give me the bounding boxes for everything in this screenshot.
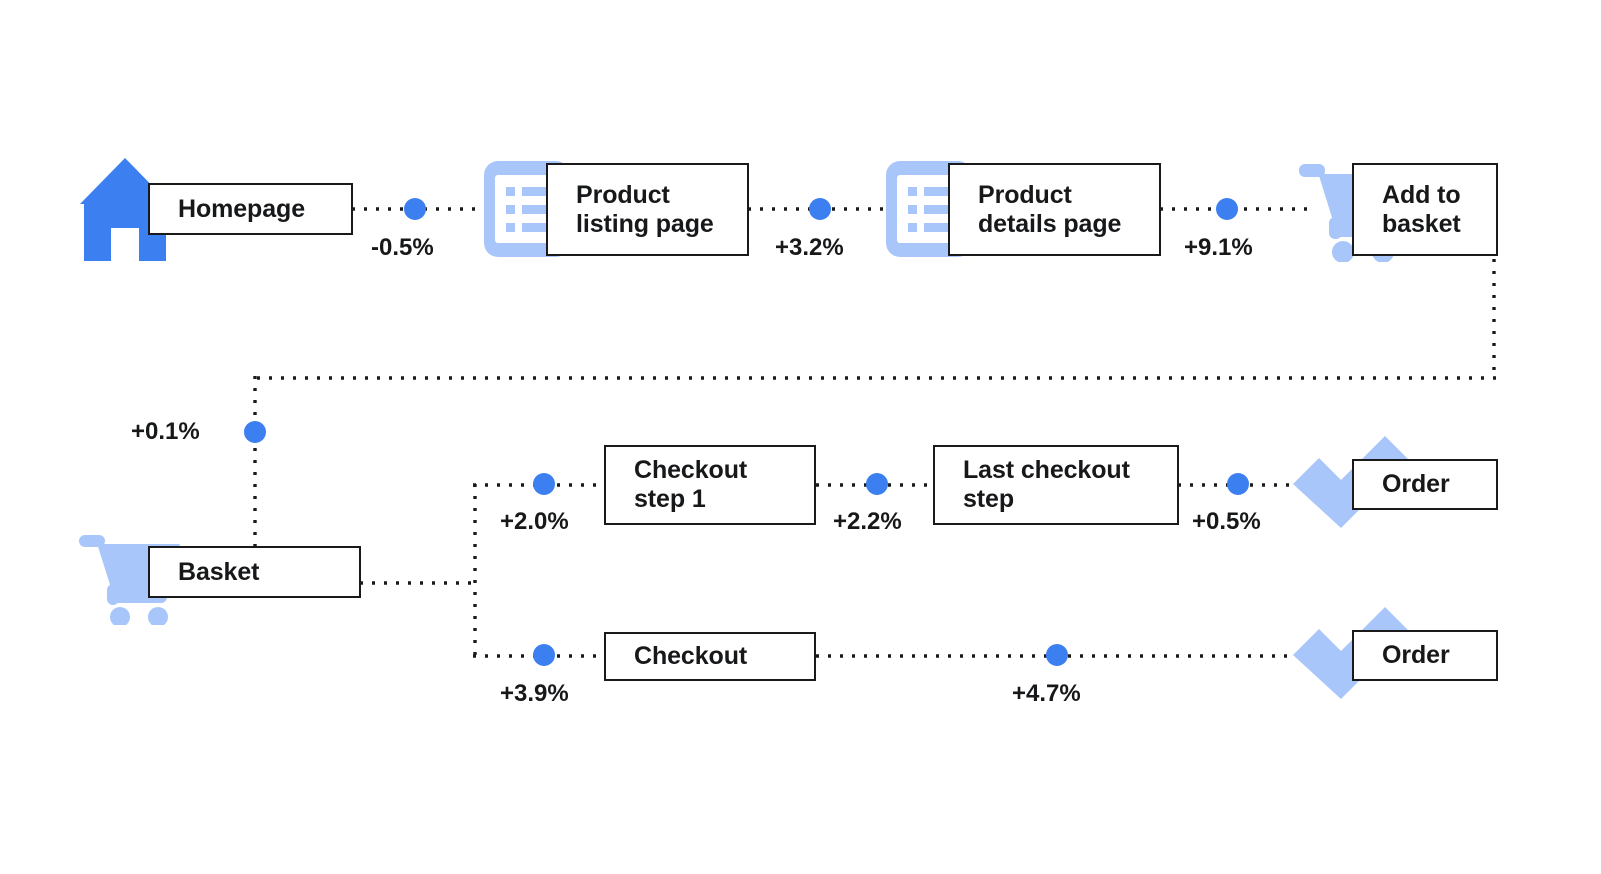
node-product-details-page[interactable]: Product details page bbox=[948, 163, 1161, 256]
node-label: Product listing page bbox=[576, 180, 714, 238]
node-checkout-step-1[interactable]: Checkout step 1 bbox=[604, 445, 816, 525]
transition-dot[interactable] bbox=[866, 473, 888, 495]
transition-delta: +4.7% bbox=[1012, 680, 1081, 707]
node-product-listing-page[interactable]: Product listing page bbox=[546, 163, 749, 256]
transition-delta: +3.9% bbox=[500, 680, 569, 707]
node-basket[interactable]: Basket bbox=[148, 546, 361, 598]
node-label: Order bbox=[1382, 470, 1450, 498]
transition-delta: +9.1% bbox=[1184, 234, 1253, 261]
transition-dot[interactable] bbox=[1216, 198, 1238, 220]
transition-delta: +0.1% bbox=[131, 418, 200, 445]
transition-dot[interactable] bbox=[244, 421, 266, 443]
node-label: Add to basket bbox=[1382, 180, 1461, 238]
transition-dot[interactable] bbox=[1046, 644, 1068, 666]
transition-delta: -0.5% bbox=[371, 234, 434, 261]
node-label: Homepage bbox=[178, 194, 306, 223]
node-label: Basket bbox=[178, 557, 260, 586]
node-order-top[interactable]: Order bbox=[1352, 459, 1498, 510]
transition-delta: +3.2% bbox=[775, 234, 844, 261]
node-homepage[interactable]: Homepage bbox=[148, 183, 353, 235]
transition-delta: +2.2% bbox=[833, 508, 902, 535]
node-label: Last checkout step bbox=[963, 456, 1130, 513]
transition-delta: +0.5% bbox=[1192, 508, 1261, 535]
node-add-to-basket[interactable]: Add to basket bbox=[1352, 163, 1498, 256]
transition-dot[interactable] bbox=[404, 198, 426, 220]
node-label: Checkout step 1 bbox=[634, 456, 748, 513]
node-label: Product details page bbox=[978, 180, 1122, 238]
node-label: Checkout bbox=[634, 642, 748, 670]
node-last-checkout-step[interactable]: Last checkout step bbox=[933, 445, 1179, 525]
transition-dot[interactable] bbox=[533, 644, 555, 666]
transition-delta: +2.0% bbox=[500, 508, 569, 535]
transition-dot[interactable] bbox=[1227, 473, 1249, 495]
node-order-bottom[interactable]: Order bbox=[1352, 630, 1498, 681]
transition-dot[interactable] bbox=[533, 473, 555, 495]
node-label: Order bbox=[1382, 641, 1450, 669]
transition-dot[interactable] bbox=[809, 198, 831, 220]
node-checkout[interactable]: Checkout bbox=[604, 632, 816, 681]
